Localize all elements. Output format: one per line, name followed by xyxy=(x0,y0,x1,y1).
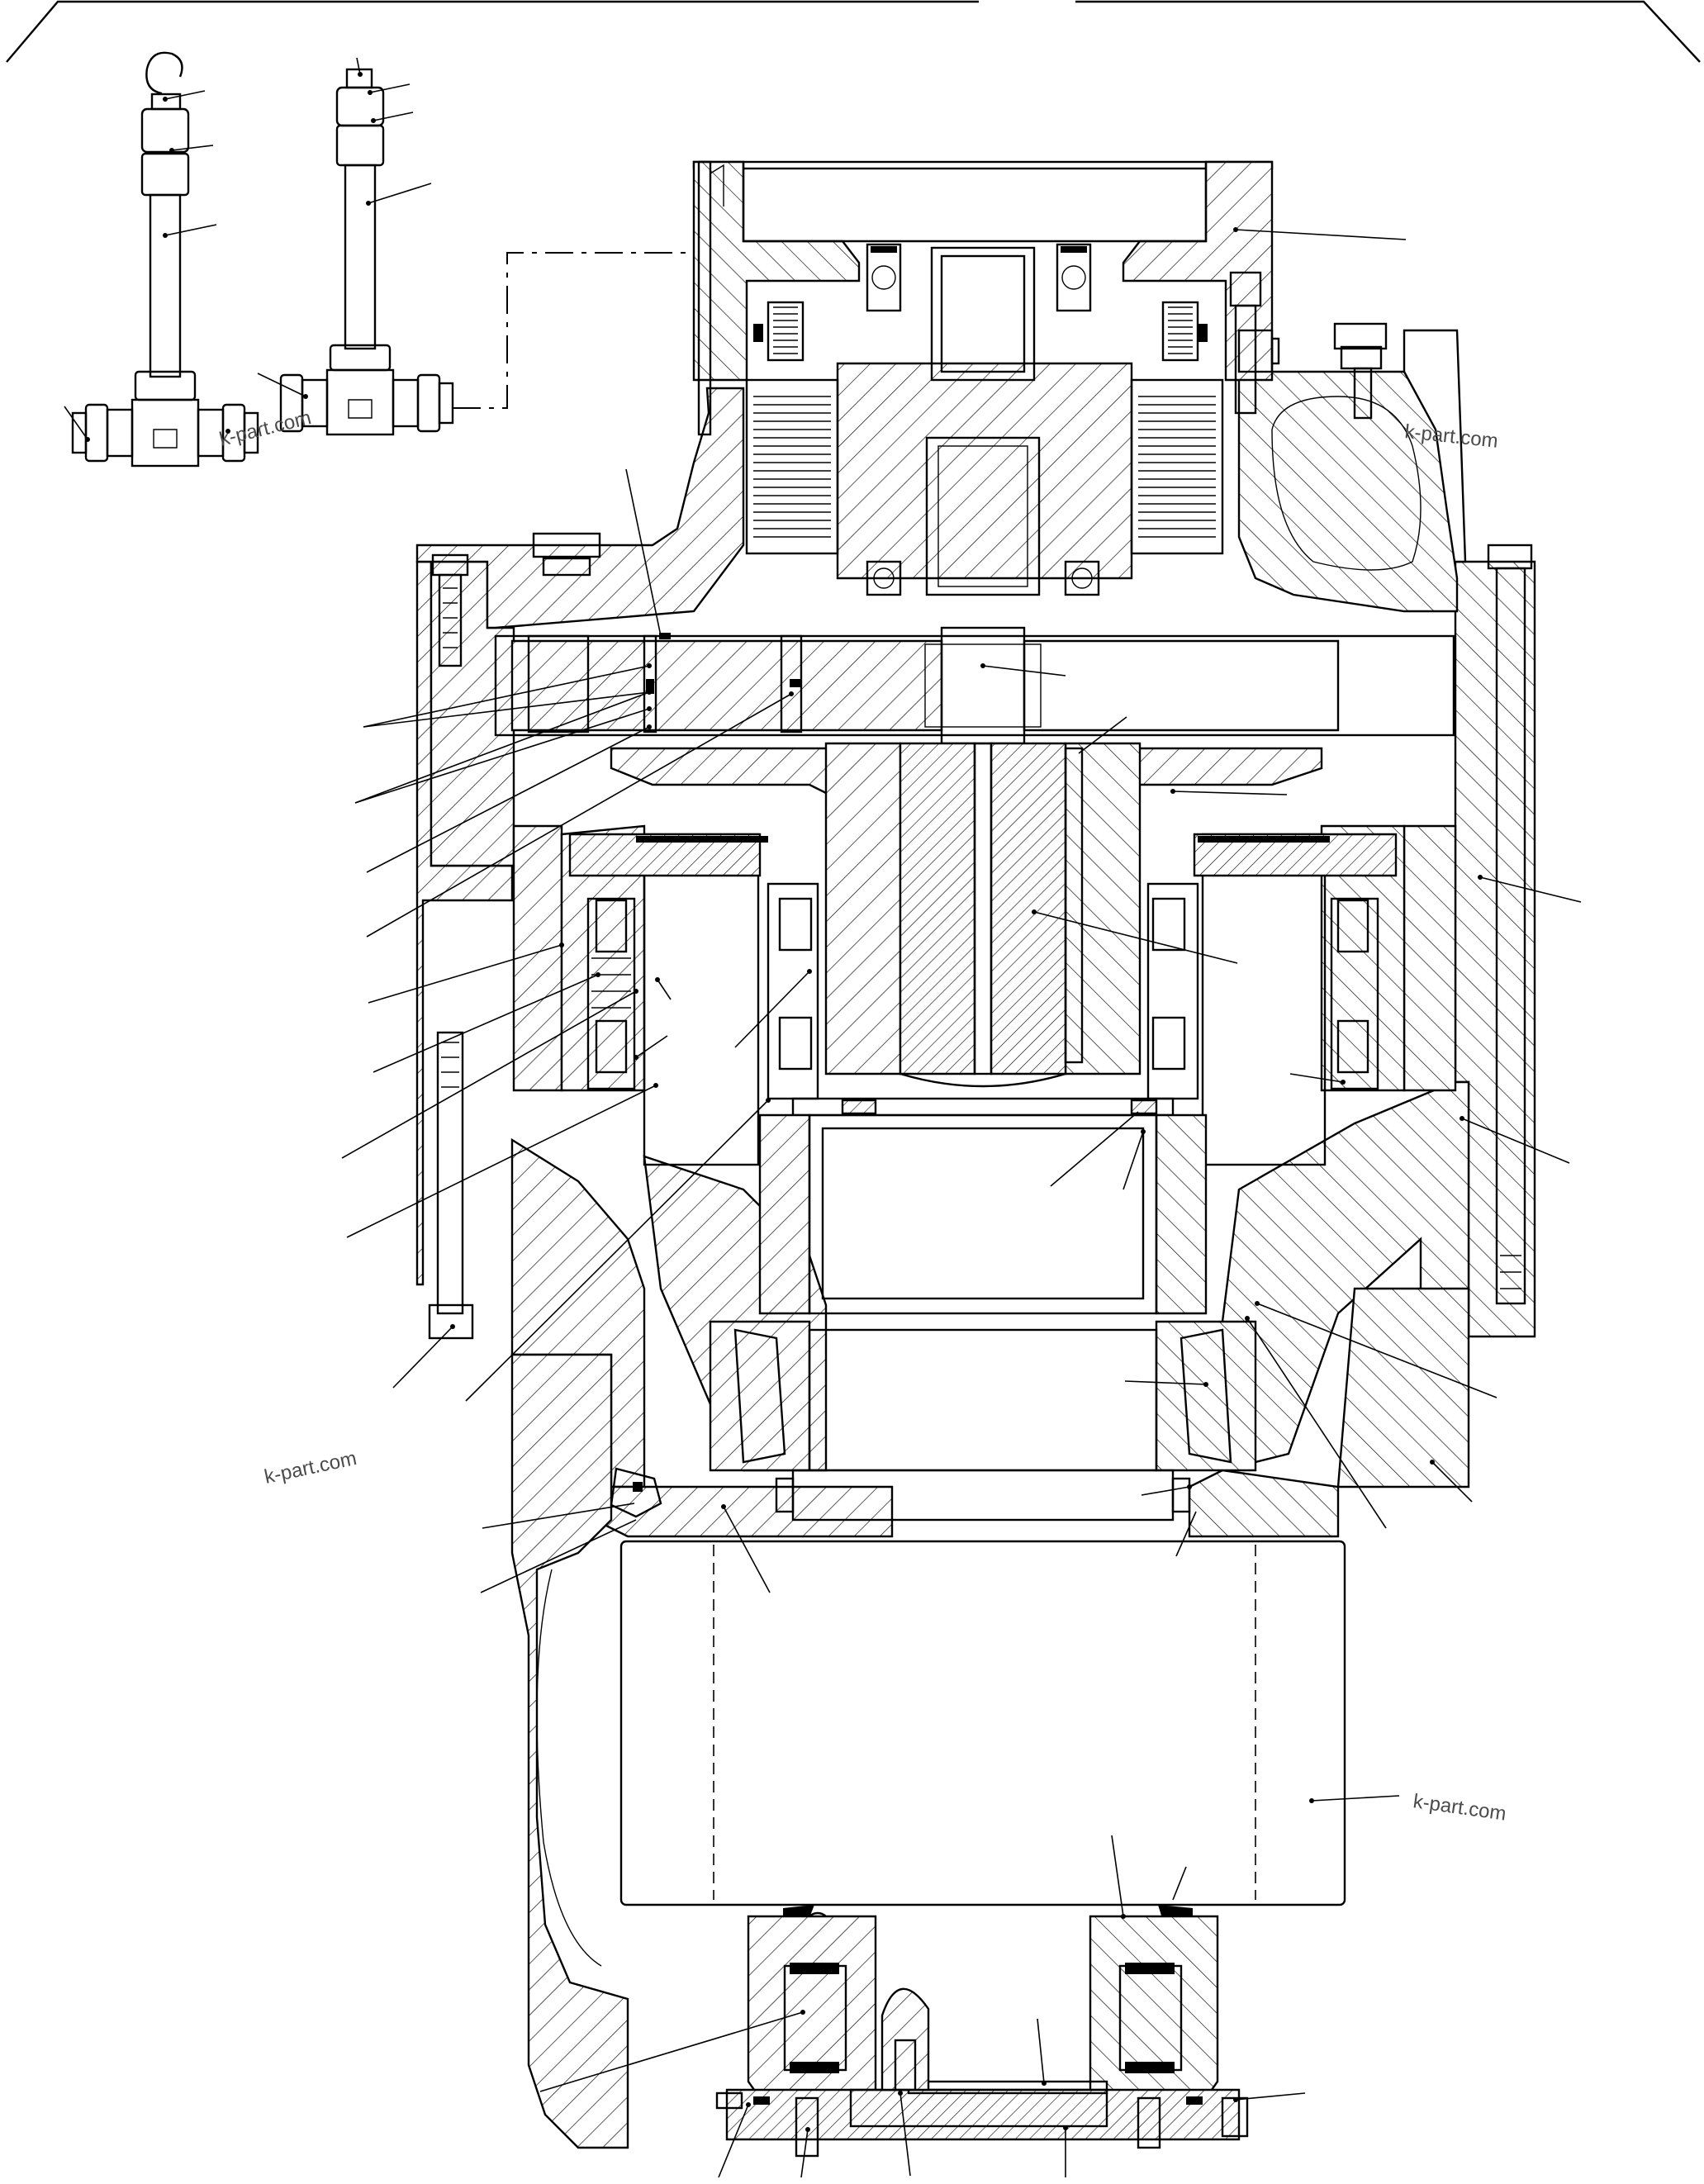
breather-right xyxy=(257,57,454,436)
breather-assembly-detail xyxy=(64,51,694,468)
main-housing xyxy=(415,329,1536,2149)
leader-lines xyxy=(341,227,1582,2178)
long-tie-bolt-left xyxy=(436,1031,464,1315)
drum-hub xyxy=(619,1540,1346,1938)
brake-springs xyxy=(767,301,1199,362)
brake-disc-pack-left xyxy=(745,378,839,555)
output-spindle xyxy=(610,1113,1257,1522)
housing-bolts xyxy=(428,532,1533,1340)
connection-centerline xyxy=(453,252,694,409)
watermark: k-part.com xyxy=(263,1447,358,1488)
watermark: k-part.com xyxy=(1412,1790,1507,1826)
motor-shaft-bearings xyxy=(866,243,1100,596)
brake-motor-housing xyxy=(692,160,1388,596)
brake-disc-pack-right xyxy=(1130,378,1224,555)
long-tie-bolt-right xyxy=(1495,567,1526,1305)
lower-bearing-housing xyxy=(715,1915,1249,2158)
drain-plug xyxy=(610,1467,662,1518)
level-gauge-left xyxy=(64,51,259,468)
watermark: k-part.com xyxy=(217,406,314,451)
second-planetary-stage xyxy=(512,742,1457,1166)
hex-bolt-head-upper-left xyxy=(532,532,601,558)
sheet-border xyxy=(6,0,1701,63)
